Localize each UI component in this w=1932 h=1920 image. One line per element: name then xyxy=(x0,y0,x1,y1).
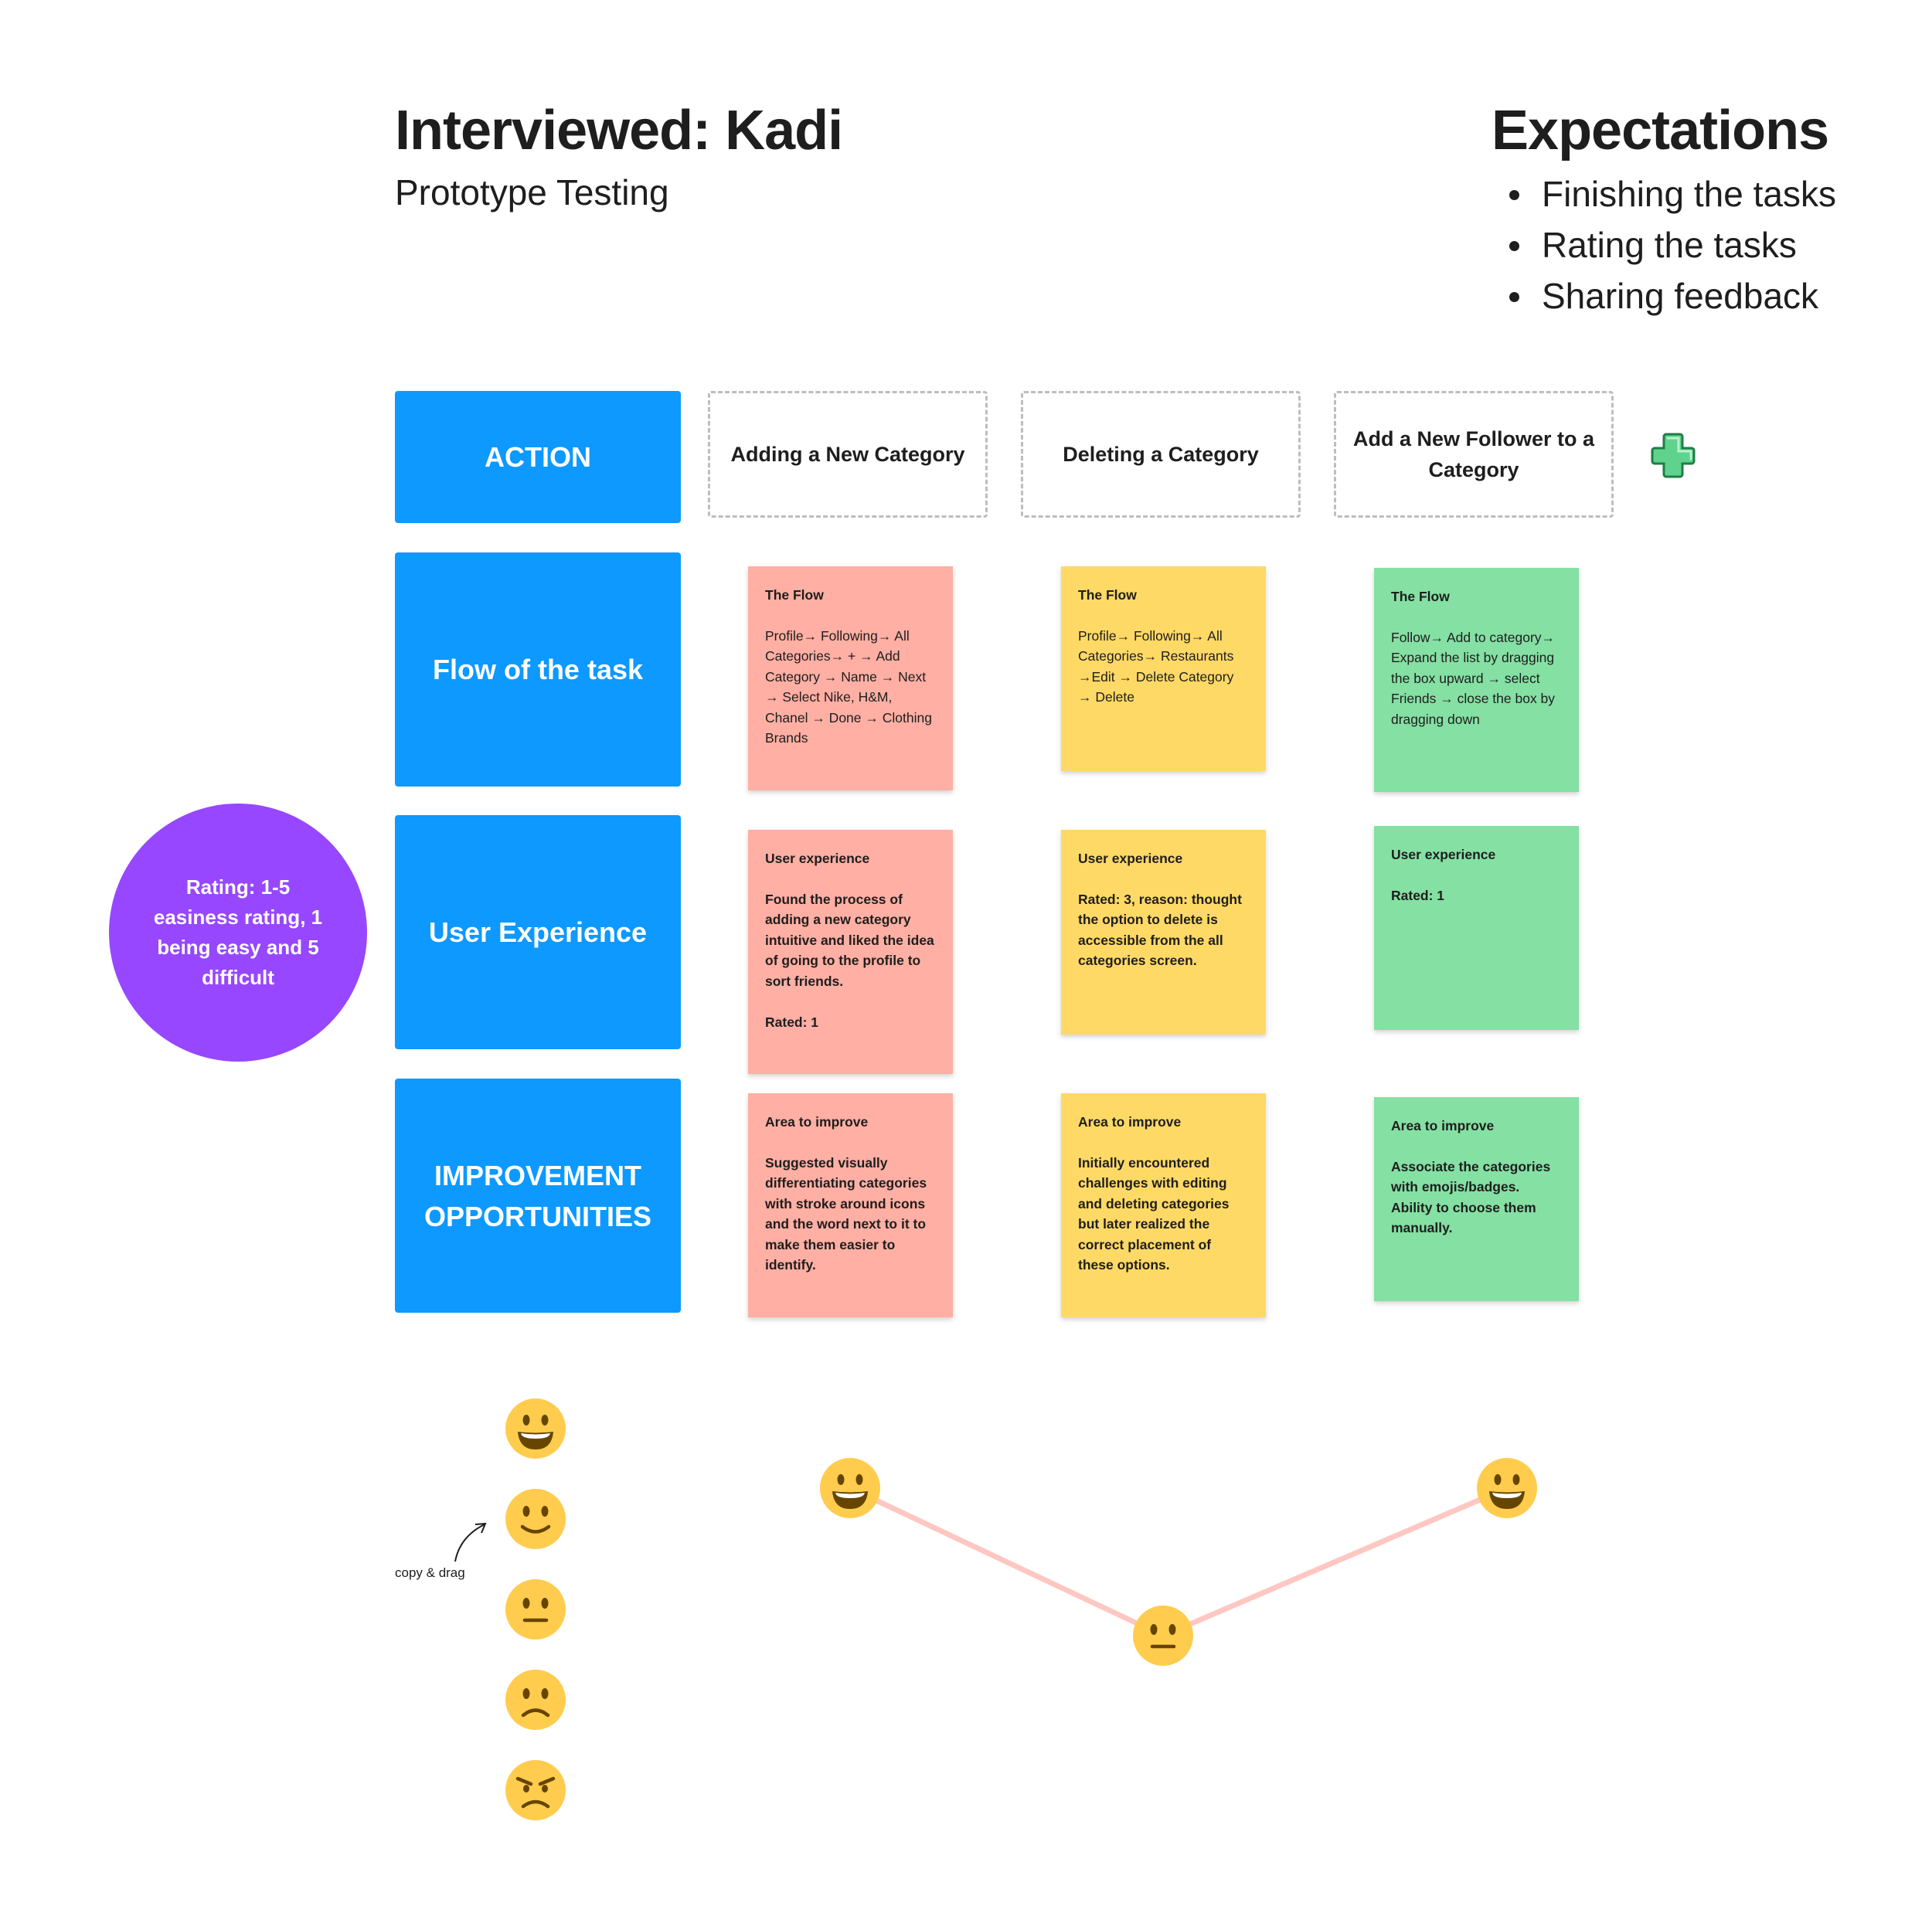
note-body: Profile→ Following→ All Categories→ + → … xyxy=(765,627,932,746)
expectation-item: Sharing feedback xyxy=(1503,270,1836,321)
note-body: Suggested visually differentiating categ… xyxy=(765,1154,927,1273)
row-label-flow[interactable]: Flow of the task xyxy=(395,552,681,787)
note-title: Area to improve xyxy=(1391,1118,1495,1133)
note-title: The Flow xyxy=(1391,589,1450,604)
expectation-item: Finishing the tasks xyxy=(1503,168,1836,219)
note-body: Found the process of adding a new catego… xyxy=(765,891,934,1030)
angry-face-icon[interactable] xyxy=(504,1759,567,1822)
sticky-note-ux-deleting[interactable]: User experience Rated: 3, reason: though… xyxy=(1061,830,1266,1035)
slightly-smiling-face-icon[interactable] xyxy=(504,1487,567,1551)
note-title: The Flow xyxy=(1078,587,1137,603)
column-header-adding-category[interactable]: Adding a New Category xyxy=(708,391,988,518)
neutral-face-icon[interactable] xyxy=(504,1578,567,1641)
sticky-note-improve-deleting[interactable]: Area to improve Initially encountered ch… xyxy=(1061,1093,1266,1317)
row-label-user-experience[interactable]: User Experience xyxy=(395,815,681,1049)
row-label-improvement[interactable]: IMPROVEMENT OPPORTUNITIES xyxy=(395,1079,681,1313)
expectation-item: Rating the tasks xyxy=(1503,219,1836,270)
row-label-action[interactable]: ACTION xyxy=(395,391,681,523)
note-title: The Flow xyxy=(765,587,824,603)
note-title: User experience xyxy=(1078,851,1183,866)
journey-grinning-face-icon[interactable] xyxy=(818,1456,882,1520)
curved-arrow-icon xyxy=(454,1522,487,1562)
expectations-title: Expectations xyxy=(1492,100,1829,161)
expectations-list: Finishing the tasks Rating the tasks Sha… xyxy=(1503,168,1836,321)
note-body: Profile→ Following→ All Categories→ Rest… xyxy=(1078,627,1234,705)
note-body: Rated: 1 xyxy=(1391,887,1445,903)
sticky-note-ux-follower[interactable]: User experience Rated: 1 xyxy=(1374,826,1579,1030)
sticky-note-ux-adding[interactable]: User experience Found the process of add… xyxy=(748,830,953,1074)
column-header-deleting-category[interactable]: Deleting a Category xyxy=(1021,391,1301,518)
note-title: User experience xyxy=(765,851,870,866)
sticky-note-flow-follower[interactable]: The Flow Follow→ Add to category→ Expand… xyxy=(1374,568,1579,792)
sticky-note-flow-deleting[interactable]: The Flow Profile→ Following→ All Categor… xyxy=(1061,566,1266,771)
note-title: Area to improve xyxy=(1078,1114,1182,1130)
journey-neutral-face-icon[interactable] xyxy=(1131,1604,1195,1667)
sticky-note-improve-follower[interactable]: Area to improve Associate the categories… xyxy=(1374,1097,1579,1301)
column-header-add-follower[interactable]: Add a New Follower to a Category xyxy=(1334,391,1614,518)
page-subtitle: Prototype Testing xyxy=(395,172,669,212)
rating-legend-circle[interactable]: Rating: 1-5 easiness rating, 1 being eas… xyxy=(109,804,367,1062)
copy-drag-label: copy & drag xyxy=(395,1565,465,1580)
sticky-note-flow-adding[interactable]: The Flow Profile→ Following→ All Categor… xyxy=(748,566,953,790)
note-title: Area to improve xyxy=(765,1114,869,1130)
add-column-plus-icon[interactable] xyxy=(1649,431,1697,479)
note-body: Rated: 3, reason: thought the option to … xyxy=(1078,891,1242,969)
sticky-note-improve-adding[interactable]: Area to improve Suggested visually diffe… xyxy=(748,1093,953,1317)
page-title: Interviewed: Kadi xyxy=(395,100,843,161)
grinning-face-icon[interactable] xyxy=(504,1397,567,1460)
note-body: Associate the categories with emojis/bad… xyxy=(1391,1158,1551,1236)
frowning-face-icon[interactable] xyxy=(504,1668,567,1731)
note-body: Follow→ Add to category→ Expand the list… xyxy=(1391,629,1556,727)
note-title: User experience xyxy=(1391,847,1496,862)
journey-grinning-face-icon[interactable] xyxy=(1475,1456,1539,1520)
note-body: Initially encountered challenges with ed… xyxy=(1078,1154,1230,1273)
